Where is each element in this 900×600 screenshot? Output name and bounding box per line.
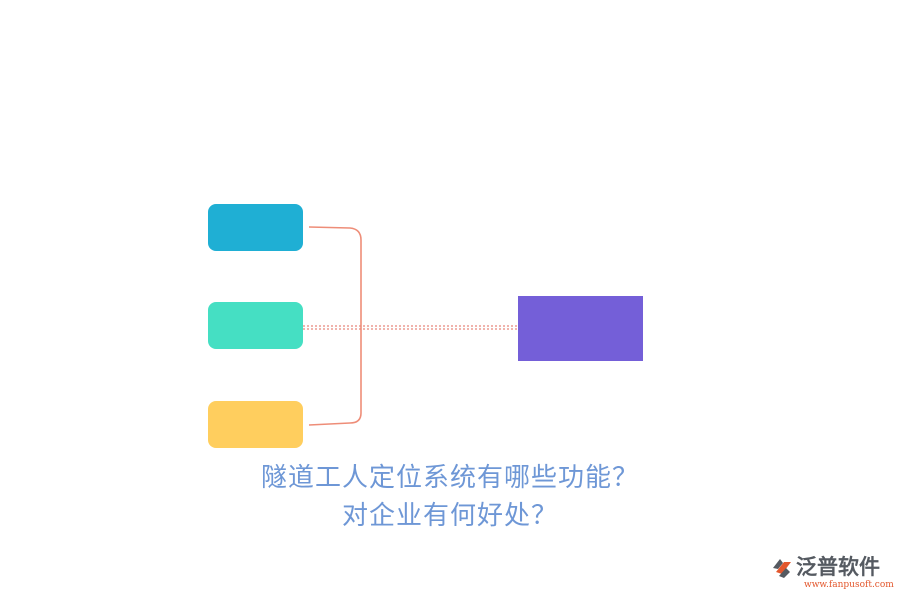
node-yellow — [208, 401, 303, 448]
node-blue — [208, 204, 303, 251]
logo-url: www.fanpusoft.com — [804, 580, 894, 590]
logo-name: 泛普软件 — [796, 555, 880, 579]
node-purple — [518, 296, 643, 361]
bracket-connector — [308, 226, 362, 426]
brand-logo: 泛普软件 www.fanpusoft.com — [770, 553, 894, 593]
title-line-1: 隧道工人定位系统有哪些功能？ — [260, 463, 639, 493]
title-line-2: 对企业有何好处？ — [341, 501, 558, 531]
node-teal — [208, 302, 303, 349]
fanpu-logo-icon — [773, 559, 791, 578]
